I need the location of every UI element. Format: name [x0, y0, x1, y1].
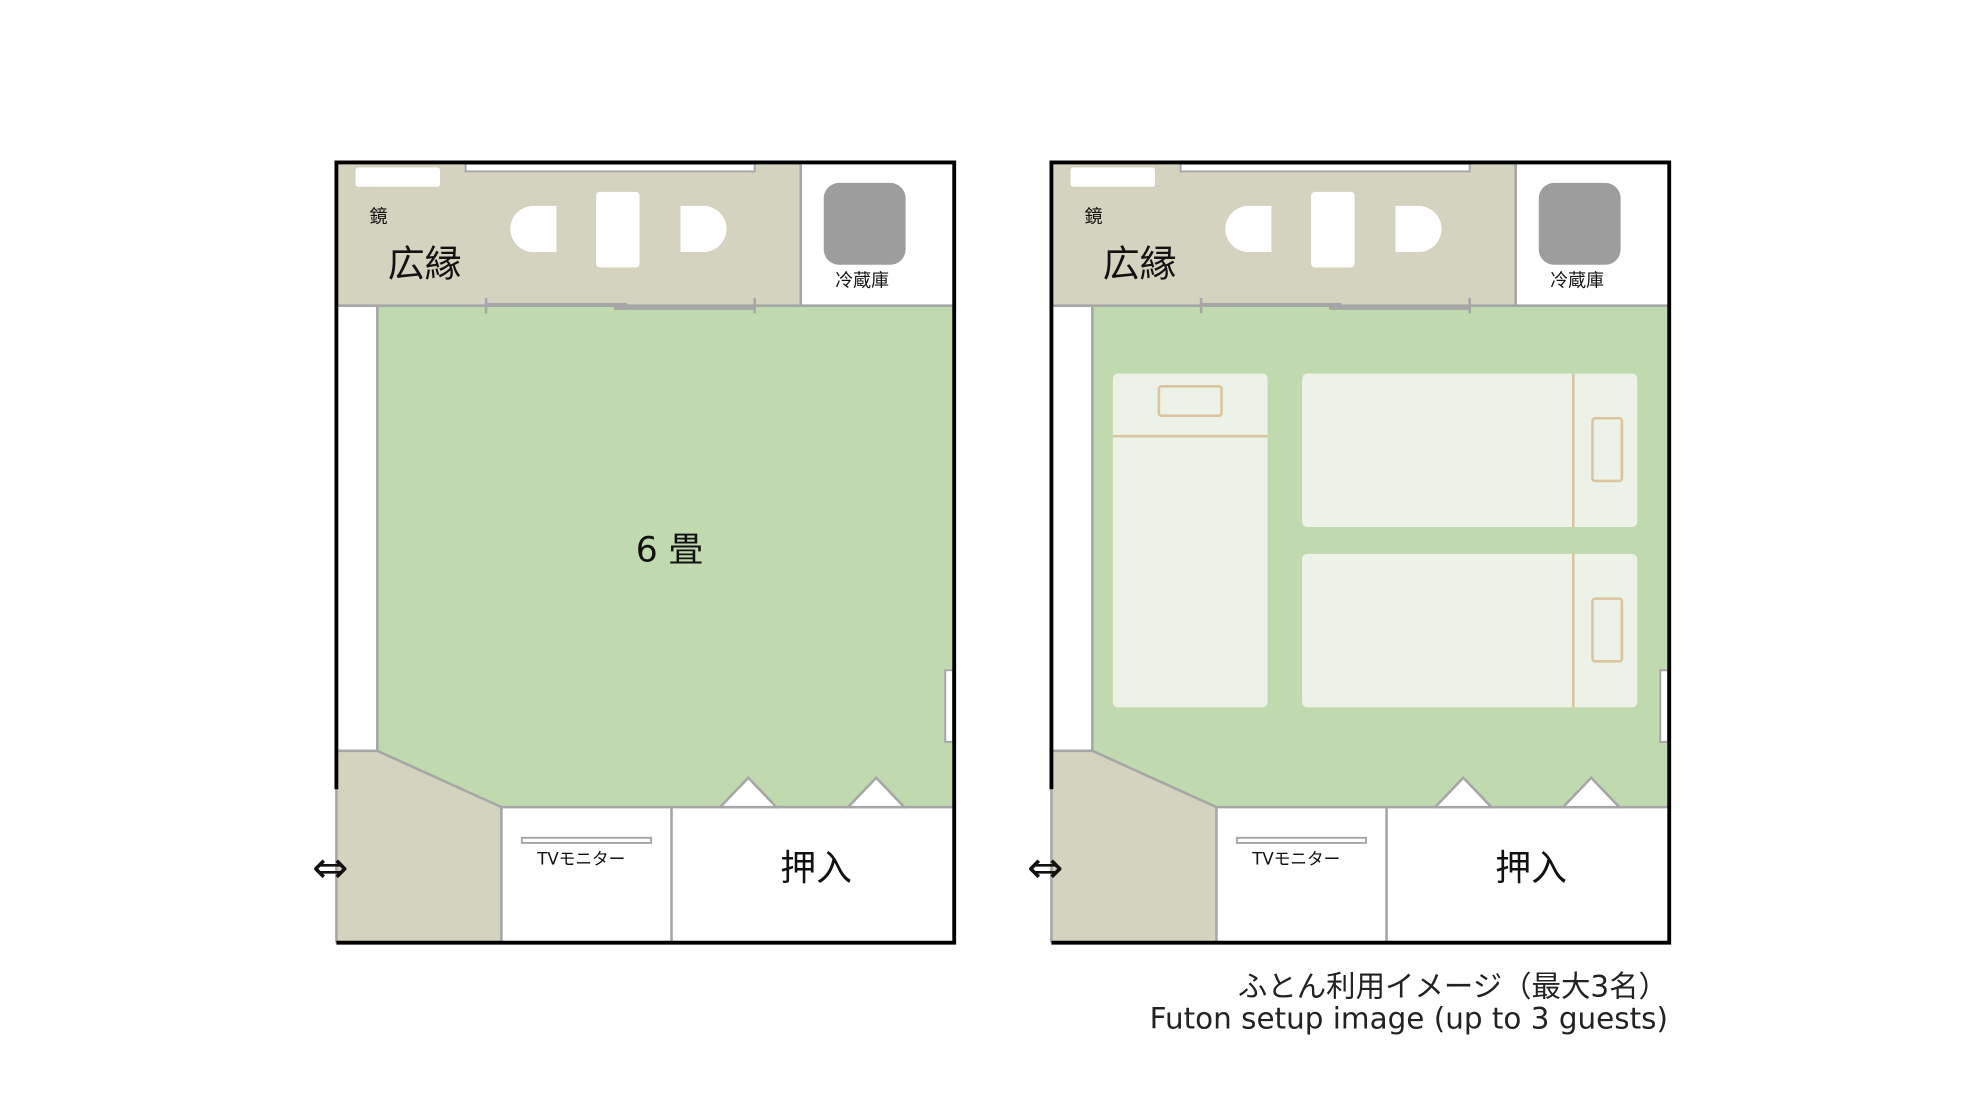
caption-jp: ふとん利用イメージ（最大3名） [1237, 970, 1668, 1005]
futon-horizontal-bottom [1302, 553, 1638, 708]
entrance-arrow-icon: ⇔ [312, 842, 349, 895]
fridge-label: 冷蔵庫 [1550, 271, 1604, 292]
caption-en: Futon setup image (up to 3 guests) [1149, 1002, 1668, 1037]
hiroen-label: 広縁 [387, 241, 462, 286]
fridge-label: 冷蔵庫 [835, 271, 889, 292]
room-layout-empty [334, 160, 957, 945]
room-layout-futon [1049, 160, 1672, 945]
floor-plan-empty: 鏡 広縁 冷蔵庫 6 畳 TVモニター 押入 ⇔ [0, 0, 957, 972]
mirror-label: 鏡 [369, 207, 388, 228]
tv-monitor-label: TVモニター [537, 850, 626, 870]
closet-label: 押入 [1495, 846, 1567, 889]
mirror-label: 鏡 [1084, 207, 1103, 228]
tv-monitor-label: TVモニター [1252, 850, 1341, 870]
room-size-label: 6 畳 [635, 530, 704, 571]
closet-label: 押入 [780, 846, 852, 889]
futon-horizontal-top [1302, 373, 1638, 527]
hiroen-label: 広縁 [1102, 241, 1177, 286]
entrance-arrow-icon: ⇔ [1027, 842, 1064, 895]
floor-plan-futon: 鏡 広縁 冷蔵庫 TVモニター 押入 ⇔ [715, 0, 1672, 972]
futon-vertical [1112, 373, 1268, 708]
